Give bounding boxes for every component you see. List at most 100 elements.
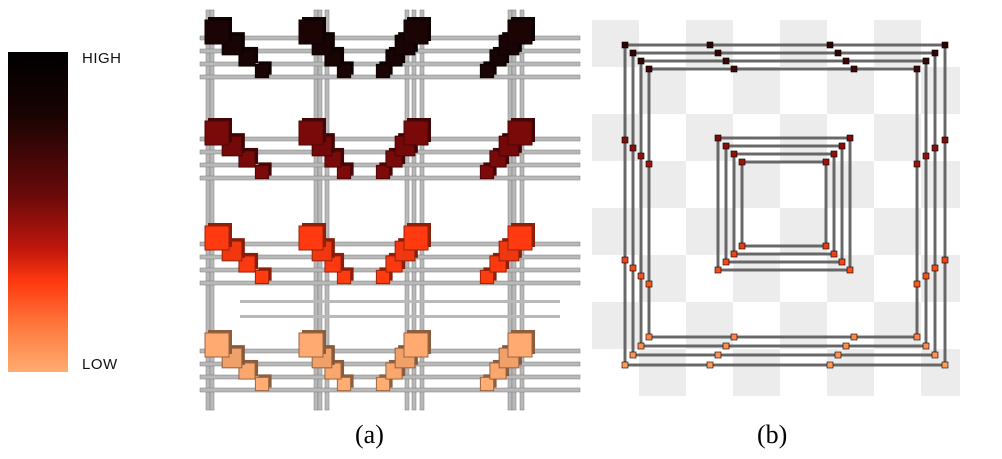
cube-node bbox=[403, 332, 429, 358]
checker-cell bbox=[639, 349, 686, 396]
square-node bbox=[621, 361, 629, 369]
cube-node bbox=[204, 332, 230, 358]
square-node bbox=[637, 152, 645, 160]
cube-node bbox=[479, 269, 495, 285]
square-highlight bbox=[741, 161, 827, 247]
square-node bbox=[838, 258, 846, 266]
vertical-rod bbox=[411, 9, 417, 411]
cube-node bbox=[254, 269, 270, 285]
square-node bbox=[629, 264, 637, 272]
square-node bbox=[629, 49, 637, 57]
square-node bbox=[629, 144, 637, 152]
cube-node bbox=[298, 225, 324, 251]
checker-cell bbox=[639, 161, 686, 208]
horizontal-rod bbox=[199, 35, 581, 41]
checker-cell bbox=[874, 20, 921, 67]
cube-node bbox=[298, 120, 324, 146]
square-highlight bbox=[733, 153, 835, 255]
square-highlight bbox=[648, 68, 918, 338]
checker-cell bbox=[874, 208, 921, 255]
square-node bbox=[830, 250, 838, 258]
checker-cell bbox=[733, 67, 780, 114]
cube-node bbox=[479, 63, 495, 79]
square-outline bbox=[647, 67, 919, 339]
square-node bbox=[645, 65, 653, 73]
cube-node bbox=[507, 225, 533, 251]
cube-node bbox=[238, 362, 256, 380]
square-node bbox=[637, 57, 645, 65]
square-node bbox=[637, 272, 645, 280]
square-node bbox=[722, 342, 730, 350]
colorbar-low-label: LOW bbox=[82, 356, 118, 373]
vertical-rod bbox=[324, 9, 330, 411]
square-highlight bbox=[640, 60, 927, 347]
checker-cell bbox=[921, 349, 960, 396]
square-node bbox=[822, 242, 830, 250]
panel-a-cube-lattice bbox=[199, 9, 581, 411]
square-node bbox=[738, 158, 746, 166]
cube-node bbox=[403, 19, 429, 45]
cube-node bbox=[403, 225, 429, 251]
square-node bbox=[621, 41, 629, 49]
checker-cell bbox=[780, 302, 827, 349]
square-node bbox=[941, 361, 949, 369]
vertical-rod bbox=[317, 9, 323, 411]
square-node bbox=[922, 342, 930, 350]
square-node bbox=[730, 150, 738, 158]
square-node bbox=[913, 280, 921, 288]
square-node bbox=[838, 142, 846, 150]
square-node bbox=[826, 361, 834, 369]
checker-cell bbox=[686, 302, 733, 349]
square-highlight bbox=[624, 44, 946, 366]
checker-cell bbox=[874, 114, 921, 161]
horizontal-rod bbox=[199, 241, 581, 247]
square-node bbox=[730, 333, 738, 341]
checker-cell bbox=[827, 67, 874, 114]
square-node bbox=[645, 333, 653, 341]
vertical-rod bbox=[519, 9, 525, 411]
cube-node bbox=[507, 120, 533, 146]
checker-cell bbox=[733, 349, 780, 396]
square-node bbox=[846, 266, 854, 274]
colorbar-gradient bbox=[8, 52, 68, 372]
square-node bbox=[645, 160, 653, 168]
checker-cell bbox=[780, 20, 827, 67]
square-node bbox=[931, 351, 939, 359]
cube-node bbox=[204, 19, 230, 45]
cube-node bbox=[204, 120, 230, 146]
checker-cell bbox=[639, 67, 686, 114]
square-node bbox=[722, 142, 730, 150]
square-node bbox=[722, 57, 730, 65]
vertical-rod bbox=[209, 9, 215, 411]
square-node bbox=[842, 57, 850, 65]
square-node bbox=[842, 342, 850, 350]
square-node bbox=[706, 361, 714, 369]
checker-cell bbox=[592, 302, 639, 349]
square-node bbox=[830, 150, 838, 158]
cube-node bbox=[336, 63, 352, 79]
cube-node bbox=[507, 332, 533, 358]
square-node bbox=[913, 333, 921, 341]
checker-cell bbox=[592, 208, 639, 255]
square-node bbox=[834, 49, 842, 57]
cube-node bbox=[336, 376, 352, 392]
cube-node bbox=[375, 269, 391, 285]
square-node bbox=[629, 351, 637, 359]
square-node bbox=[850, 333, 858, 341]
cube-node bbox=[254, 63, 270, 79]
panel-b-nested-squares bbox=[592, 20, 960, 396]
square-node bbox=[850, 65, 858, 73]
square-node bbox=[714, 134, 722, 142]
square-node bbox=[941, 256, 949, 264]
lattice-cubes bbox=[204, 17, 535, 392]
cube-node bbox=[403, 120, 429, 146]
caption-b: (b) bbox=[757, 420, 788, 449]
square-node bbox=[826, 41, 834, 49]
square-node bbox=[714, 49, 722, 57]
square-node bbox=[621, 136, 629, 144]
square-node bbox=[922, 57, 930, 65]
checker-cell bbox=[639, 255, 686, 302]
cube-node bbox=[238, 150, 256, 168]
colorbar-high-label: HIGH bbox=[82, 50, 122, 67]
square-node bbox=[714, 351, 722, 359]
